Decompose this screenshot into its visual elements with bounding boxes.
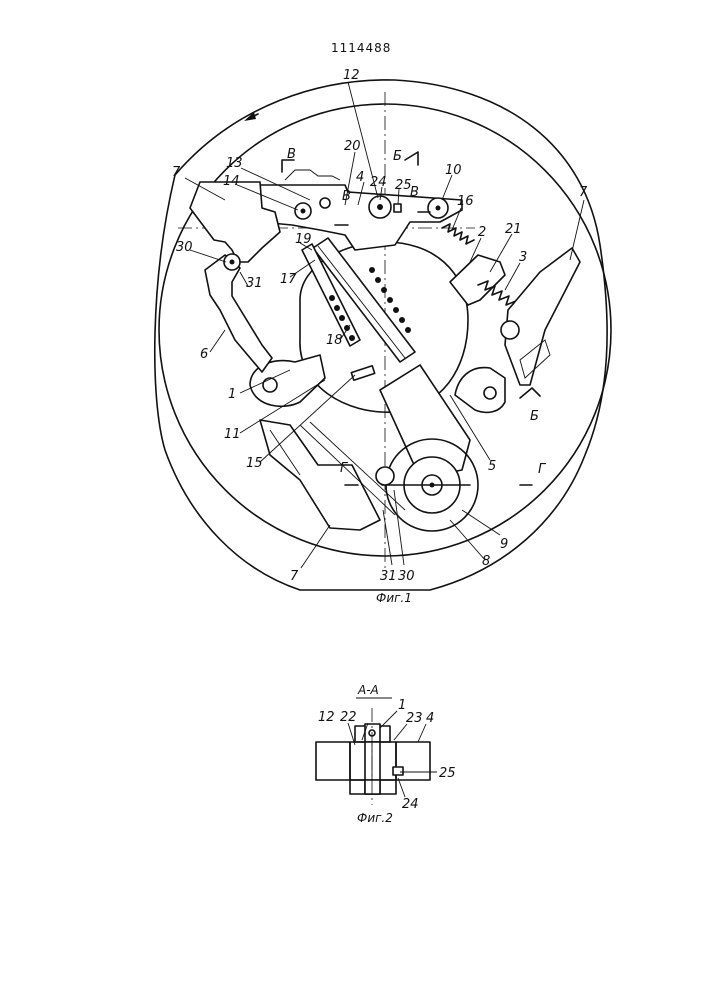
mark-g-right: Г	[538, 462, 547, 477]
mark-v-mid: В	[342, 189, 351, 204]
mark-b-top: Б	[393, 149, 402, 164]
label-19: 19	[295, 232, 312, 247]
label-2: 2	[478, 225, 486, 240]
label-31-bottom: 31	[380, 569, 397, 584]
label-10: 10	[445, 163, 462, 178]
bracket-right	[455, 368, 505, 413]
label-11: 11	[224, 427, 241, 442]
part-15	[351, 366, 374, 380]
fig2-leader-lines	[348, 711, 437, 797]
figure-1-caption: Фиг.1	[376, 591, 412, 605]
figure-2-caption: Фиг.2	[357, 811, 393, 825]
lever-7-right	[505, 248, 580, 385]
label-6: 6	[200, 347, 208, 362]
label-1: 1	[228, 387, 236, 402]
label-12: 12	[343, 68, 360, 83]
label-21: 21	[505, 222, 522, 237]
spring-16	[442, 224, 474, 244]
label-13: 13	[226, 156, 243, 171]
label-18: 18	[326, 333, 343, 348]
pin-13	[320, 198, 330, 208]
label-31-top: 31	[246, 276, 263, 291]
label-8: 8	[482, 554, 490, 569]
label-16: 16	[457, 194, 474, 209]
lever-2	[450, 255, 505, 305]
label-3: 3	[519, 250, 527, 265]
mark-v-right: В	[410, 185, 419, 200]
mark-v-left: В	[287, 147, 296, 162]
part-25-section	[393, 767, 403, 775]
fig2-label-4: 4	[426, 711, 434, 726]
label-4: 4	[356, 170, 364, 185]
patent-number: 1114488	[331, 41, 391, 55]
label-14: 14	[223, 174, 240, 189]
fig2-label-23: 23	[406, 711, 423, 726]
label-17: 17	[280, 272, 297, 287]
fig2-label-12: 12	[318, 710, 335, 725]
figure-2: А-А 12 22 1 23 4	[316, 683, 456, 825]
label-7-bottom: 7	[290, 569, 299, 584]
fig2-label-24: 24	[402, 797, 419, 812]
label-9: 9	[500, 537, 508, 552]
part-25	[394, 204, 401, 212]
label-7-right: 7	[579, 185, 588, 200]
label-30-top: 30	[176, 240, 193, 255]
lever-6	[205, 255, 272, 372]
label-30-bottom: 30	[398, 569, 415, 584]
fig2-label-22: 22	[340, 710, 357, 725]
lever-7-bottom	[260, 420, 380, 530]
plate-section-left	[316, 742, 350, 780]
label-20: 20	[344, 139, 361, 154]
figure-1: 12 7 14 13 В 20 4 В 24 25 Б В 10 16 2 21…	[155, 68, 611, 605]
roller-30-lower	[376, 467, 394, 485]
label-24: 24	[370, 175, 387, 190]
figure-2-title: А-А	[357, 683, 379, 697]
label-7-top: 7	[172, 165, 181, 180]
label-15: 15	[246, 456, 263, 471]
mark-b-right: Б	[530, 409, 539, 424]
pin-right	[501, 321, 519, 339]
label-5: 5	[488, 459, 496, 474]
fig2-label-25: 25	[439, 766, 456, 781]
bracket-13	[285, 170, 340, 180]
